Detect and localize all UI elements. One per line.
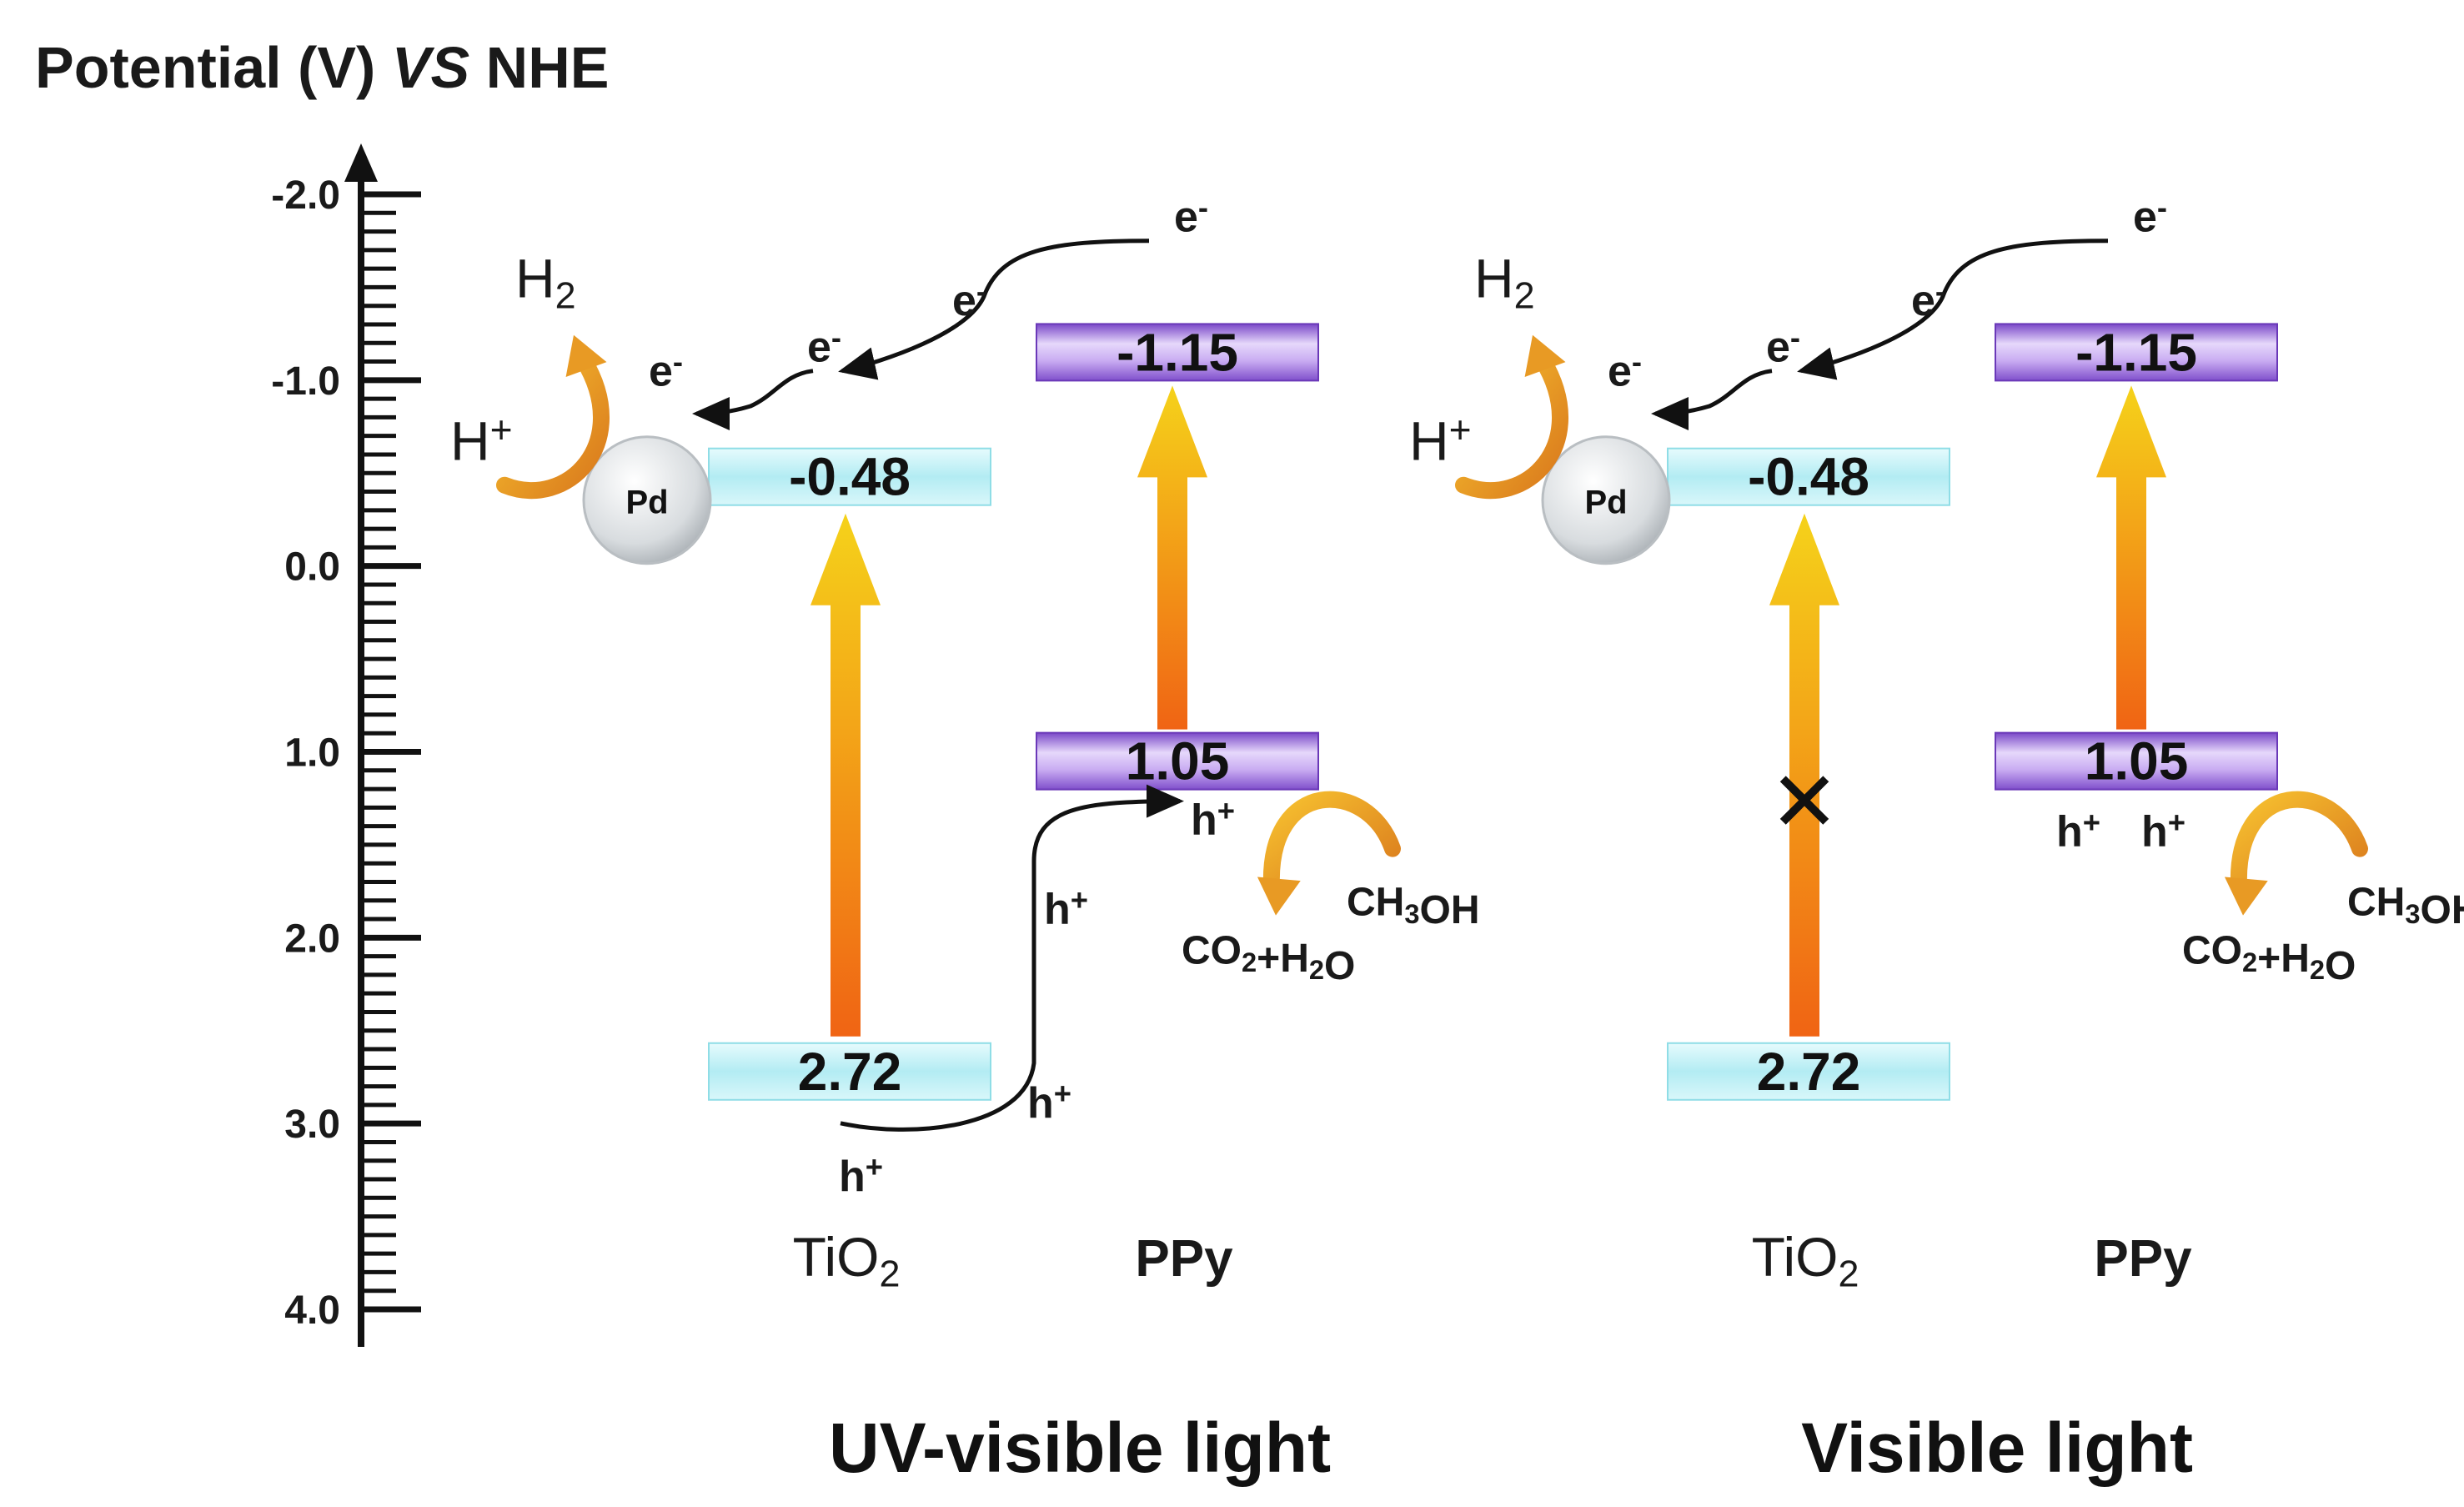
hole-transfer-path bbox=[840, 784, 1184, 1132]
pd-sphere bbox=[1541, 435, 1671, 565]
ppy-homo-band: 1.05 bbox=[1036, 731, 1319, 791]
electron-to-pd-path bbox=[692, 369, 814, 430]
hole-label-homo-2: h+ bbox=[2141, 805, 2185, 856]
pd-label: Pd bbox=[1584, 485, 1627, 521]
ppy-homo-band: 1.05 bbox=[1995, 731, 2278, 791]
h2-label: H2 bbox=[515, 248, 576, 317]
pd-sphere bbox=[582, 435, 712, 565]
ppy-lumo-band: -1.15 bbox=[1995, 322, 2278, 382]
methanol-oxidation-arrow bbox=[2224, 791, 2368, 916]
electron-transfer-path bbox=[838, 239, 1150, 380]
curved-arrow-body bbox=[2230, 791, 2368, 895]
electron-label-mid: e- bbox=[952, 274, 986, 324]
band-level-label: -0.48 bbox=[789, 447, 911, 507]
curved-arrow-head bbox=[565, 334, 607, 377]
ppy-material-label: PPy bbox=[1135, 1230, 1233, 1288]
hydrogen-evolution-arrow bbox=[496, 334, 610, 499]
panel-title: Visible light bbox=[1801, 1409, 2193, 1487]
pd-particle: Pd bbox=[582, 435, 712, 565]
excitation-arrow-shape bbox=[810, 513, 881, 1037]
electron-label-top: e- bbox=[2133, 190, 2167, 241]
tick-label: 3.0 bbox=[284, 1103, 340, 1147]
curved-arrow-head bbox=[1524, 334, 1566, 377]
tio2-band-rect bbox=[708, 447, 991, 506]
tio2-conduction-band: -0.48 bbox=[1667, 447, 1950, 507]
methanol-label: CH3OH bbox=[1347, 881, 1479, 932]
tick-label: 4.0 bbox=[284, 1288, 340, 1333]
ppy-band-rect bbox=[1995, 323, 2278, 382]
excitation-arrow-shape bbox=[1769, 513, 1839, 1037]
excitation-arrow-shape bbox=[1137, 385, 1207, 730]
hole-label-vb: h+ bbox=[839, 1149, 883, 1200]
curved-arrow-head bbox=[2224, 877, 2268, 916]
tick-label: -2.0 bbox=[271, 173, 340, 218]
curved-arrow-head bbox=[1257, 877, 1301, 916]
electron-label-pd: e- bbox=[1608, 344, 1642, 395]
tio2-band-rect bbox=[1667, 447, 1950, 506]
methanol-label: CH3OH bbox=[2347, 881, 2464, 932]
pd-label: Pd bbox=[625, 485, 668, 521]
co2-h2o-label: CO2+H2O bbox=[1182, 929, 1355, 988]
tio2-valence-band: 2.72 bbox=[1667, 1042, 1950, 1102]
ppy-material-label: PPy bbox=[2094, 1230, 2192, 1288]
blocked-excitation-mark: ✕ bbox=[1769, 756, 1839, 849]
excitation-arrow-shape bbox=[2096, 385, 2166, 730]
electron-to-pd-path bbox=[1651, 369, 1773, 430]
tio2-material-label: TiO2 bbox=[793, 1226, 901, 1295]
band-level-label: 2.72 bbox=[1757, 1042, 1861, 1102]
ppy-lumo-band: -1.15 bbox=[1036, 322, 1319, 382]
co2-h2o-label: CO2+H2O bbox=[2182, 929, 2356, 988]
tio2-material-label: TiO2 bbox=[1752, 1226, 1859, 1295]
ppy-excitation-arrow bbox=[1137, 385, 1207, 730]
h-plus-label: H+ bbox=[450, 408, 513, 472]
band-level-label: -1.15 bbox=[2075, 322, 2197, 382]
tio2-valence-band: 2.72 bbox=[708, 1042, 991, 1102]
pd-particle: Pd bbox=[1541, 435, 1671, 565]
axis-title: Potential (V) VS NHE bbox=[35, 35, 609, 100]
band-level-label: -1.15 bbox=[1117, 322, 1238, 382]
tick-label: 2.0 bbox=[284, 917, 340, 961]
ppy-band-rect bbox=[1995, 731, 2278, 791]
band-level-label: 1.05 bbox=[2085, 731, 2189, 791]
axis-tick-labels: -2.0 -1.0 0.0 1.0 2.0 3.0 4.0 bbox=[271, 173, 340, 1333]
tio2-excitation-arrow bbox=[1769, 513, 1839, 1037]
electron-label-pd: e- bbox=[649, 344, 683, 395]
curved-arrow-body bbox=[1262, 791, 1401, 895]
electron-label-mid: e- bbox=[1911, 274, 1945, 324]
tick-label: 0.0 bbox=[284, 545, 340, 590]
electron-transfer-path bbox=[1797, 239, 2109, 380]
curved-arrow-body bbox=[1455, 351, 1568, 499]
tio2-band-rect bbox=[1667, 1042, 1950, 1101]
electron-label-cb: e- bbox=[1766, 320, 1800, 371]
panel-visible: -0.48 2.72 -1.15 1.05 Pd H+ H2 e-e-e-e- CH3OHCO2… bbox=[1409, 190, 2464, 1487]
electron-label-top: e- bbox=[1174, 190, 1208, 241]
band-level-label: 1.05 bbox=[1126, 731, 1230, 791]
hole-label-mid: h+ bbox=[1044, 882, 1088, 933]
tio2-conduction-band: -0.48 bbox=[708, 447, 991, 507]
ppy-band-rect bbox=[1036, 731, 1319, 791]
hole-label-lower: h+ bbox=[1027, 1076, 1071, 1127]
band-level-label: -0.48 bbox=[1748, 447, 1869, 507]
h-plus-label: H+ bbox=[1409, 408, 1472, 472]
hydrogen-evolution-arrow bbox=[1455, 334, 1568, 499]
ppy-band-rect bbox=[1036, 323, 1319, 382]
tick-label: 1.0 bbox=[284, 731, 340, 776]
tio2-band-rect bbox=[708, 1042, 991, 1101]
methanol-oxidation-arrow bbox=[1257, 791, 1401, 916]
panel-uv-visible: -0.48 2.72 -1.15 1.05 Pd H+ H2 e-e-e-e- CH3OHCO2… bbox=[450, 190, 1479, 1487]
h2-label: H2 bbox=[1474, 248, 1535, 317]
tick-label: -1.0 bbox=[271, 359, 340, 404]
hole-label-homo-1: h+ bbox=[2056, 805, 2100, 856]
hole-label-homo: h+ bbox=[1191, 793, 1235, 844]
band-level-label: 2.72 bbox=[798, 1042, 902, 1102]
tio2-excitation-arrow bbox=[810, 513, 881, 1037]
panel-title: UV-visible light bbox=[829, 1409, 1331, 1487]
potential-axis bbox=[344, 143, 421, 1347]
electron-label-cb: e- bbox=[807, 320, 841, 371]
curved-arrow-body bbox=[496, 351, 610, 499]
ppy-excitation-arrow bbox=[2096, 385, 2166, 730]
